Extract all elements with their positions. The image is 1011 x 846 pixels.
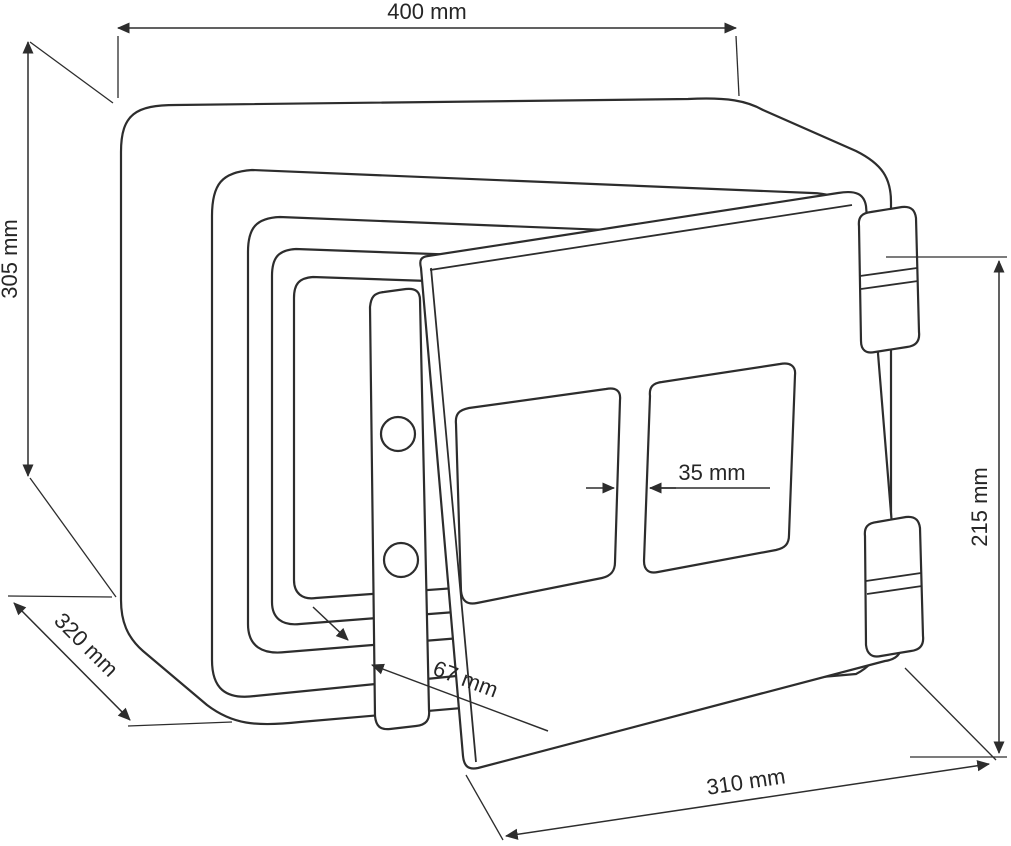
dimension-door-height: 215 mm [886, 256, 1007, 758]
dim-305-ext-bottom [29, 477, 117, 598]
dimension-recess-divider: 35 mm [586, 460, 770, 494]
dim-67-arrow-outer [312, 606, 349, 641]
hinge-top-knuckle-line-2 [860, 280, 919, 290]
door-top-edge-line [429, 204, 853, 271]
door-recess-left-panel [454, 387, 622, 605]
hinge-top-knuckle-line-1 [859, 267, 918, 277]
dim-35-label: 35 mm [678, 460, 745, 485]
safe-door [419, 190, 903, 770]
dim-305-ext-top [29, 41, 114, 104]
dim-320-line [13, 602, 131, 721]
dim-400-label: 400 mm [387, 0, 466, 24]
dim-310-ext-right [904, 667, 997, 761]
dim-310-line [504, 760, 991, 840]
dimension-body-height: 305 mm [0, 40, 117, 598]
dim-305-label: 305 mm [0, 219, 22, 298]
dim-320-label: 320 mm [49, 608, 123, 682]
hinge-bottom-knuckle-line-2 [866, 585, 923, 595]
dimension-body-width: 400 mm [116, 0, 740, 98]
hinge-bottom [863, 515, 925, 658]
dim-320-ext-back [7, 595, 113, 598]
door-hinges [857, 205, 925, 658]
hinge-top [857, 205, 921, 354]
dim-215-label: 215 mm [967, 467, 992, 546]
door-bolt-plate [368, 287, 431, 731]
locking-bolt-top [379, 415, 417, 453]
hinge-bottom-knuckle-line-1 [865, 572, 922, 582]
dim-67-leader [371, 663, 549, 732]
bolt-plate-outline [368, 287, 431, 731]
dim-310-label: 310 mm [705, 763, 787, 799]
door-recess-right-panel [642, 362, 797, 574]
dim-310-ext-left [465, 774, 504, 841]
dim-400-ext-right [735, 35, 740, 97]
door-left-edge-line [430, 267, 477, 763]
locking-bolt-bottom [382, 541, 420, 579]
dim-320-ext-front [127, 721, 233, 727]
